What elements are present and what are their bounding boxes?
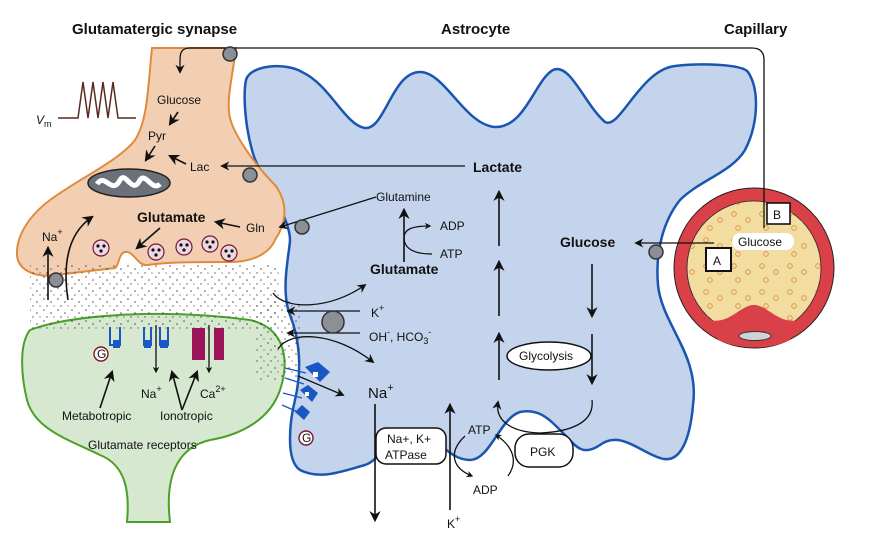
ionotropic-receptor-blue: [143, 327, 169, 348]
adp-label: ADP: [440, 219, 465, 233]
glutamate-receptors-label: Glutamate receptors: [88, 438, 197, 452]
lactate-label: Lactate: [473, 159, 522, 175]
arrow-adp-to-atp: [494, 434, 514, 477]
arrow-pgk-loop: [492, 399, 593, 434]
capillary-glucose-badge: Glucose: [732, 233, 794, 250]
astro-glucose-label: Glucose: [560, 234, 615, 250]
lactate-transporter: [242, 167, 258, 183]
glucose-transporter-neuron: [222, 46, 238, 62]
neuron-glucose-label: Glucose: [157, 93, 201, 107]
svg-text:Glucose: Glucose: [738, 235, 782, 249]
capillary-vessel: [673, 187, 835, 349]
svg-text:ATPase: ATPase: [385, 448, 427, 462]
mitochondrion: [87, 168, 171, 198]
arrow-metabotropic: [99, 369, 115, 409]
synaptic-vesicles: [92, 235, 238, 262]
metabotropic-label: Metabotropic: [62, 409, 131, 423]
na-cotransporter: [48, 272, 64, 288]
ionotropic-label: Ionotropic: [160, 409, 213, 423]
neuron-glutamate-label: Glutamate: [137, 209, 206, 225]
k-label: K+: [371, 303, 384, 320]
post-ca-label: Ca2+: [200, 384, 226, 401]
atp-adp-curve: [403, 222, 433, 255]
post-na-label: Na+: [141, 384, 162, 401]
atp2-label: ATP: [468, 423, 490, 437]
arrow-ionotropic-left: [168, 369, 183, 411]
oh-hco3-label: OH-, HCO3-: [369, 327, 431, 346]
svg-text:Na+, K+: Na+, K+: [387, 432, 431, 446]
lac-label: Lac: [190, 160, 209, 174]
svg-text:G: G: [97, 347, 106, 361]
arrow-atp-to-adp: [453, 435, 474, 478]
glutamine-shuttle-line: [278, 196, 377, 230]
vm-label: Vm: [36, 113, 52, 129]
glucose-pathway-line: [175, 47, 765, 228]
action-potential-trace: [58, 81, 136, 119]
astrocyte-receptors: [281, 362, 330, 420]
astro-glutamate-label: Glutamate: [370, 261, 439, 277]
arrow-glucose-pyr: [168, 111, 180, 126]
title-synapse: Glutamatergic synapse: [72, 21, 237, 38]
arrow-na-curve: [65, 215, 94, 301]
vesicle: [220, 244, 238, 262]
svg-text:A: A: [713, 254, 721, 268]
glut1-transporter: [648, 244, 664, 260]
cleft-dots-astro: [255, 300, 300, 380]
astro-g-protein: G: [298, 430, 314, 446]
glutamine-label: Glutamine: [376, 190, 431, 204]
arrow-into-astrocyte: [297, 375, 345, 397]
atp-label: ATP: [440, 247, 462, 261]
metabotropic-receptor: [109, 327, 121, 348]
box-b: B: [766, 202, 791, 225]
astro-na-label: Na+: [368, 382, 394, 402]
glycolysis-node: Glycolysis: [506, 341, 592, 371]
vesicle: [92, 239, 110, 257]
endothelial-nucleus: [738, 331, 772, 341]
na-k-atpase: Na+, K+ ATPase: [375, 427, 447, 465]
arrow-gln-glutamate: [213, 218, 241, 230]
endothelial-cell: [708, 305, 800, 348]
k-bottom-label: K+: [447, 514, 460, 531]
title-astrocyte: Astrocyte: [441, 21, 510, 38]
g-protein: G: [93, 346, 109, 362]
title-capillary: Capillary: [724, 21, 788, 38]
adp2-label: ADP: [473, 483, 498, 497]
arrow-na-uptake: [277, 336, 375, 364]
released-glutamate-dots: [30, 265, 280, 330]
ionotropic-receptor-magenta: [192, 328, 224, 360]
arrow-glutamate-uptake: [272, 283, 367, 306]
box-a: A: [705, 247, 732, 272]
arrow-lac-pyr: [167, 154, 187, 166]
arrow-pyr-mito: [144, 145, 156, 162]
neuron-na-label: Na+: [42, 227, 63, 244]
vesicle: [175, 238, 193, 256]
gln-label: Gln: [246, 221, 265, 235]
vesicle: [147, 243, 165, 261]
arrow-glutamate-vesicle: [135, 227, 161, 250]
arrow-ionotropic-right: [181, 369, 199, 411]
svg-text:B: B: [773, 208, 781, 222]
glutamine-transporter: [294, 219, 310, 235]
svg-text:PGK: PGK: [530, 445, 555, 459]
pyr-label: Pyr: [148, 129, 166, 143]
svg-text:Glycolysis: Glycolysis: [519, 349, 573, 363]
pgk-enzyme: PGK: [514, 433, 574, 468]
glutamate-transporter: [321, 310, 345, 334]
svg-text:G: G: [302, 431, 311, 445]
vesicle: [201, 235, 219, 253]
